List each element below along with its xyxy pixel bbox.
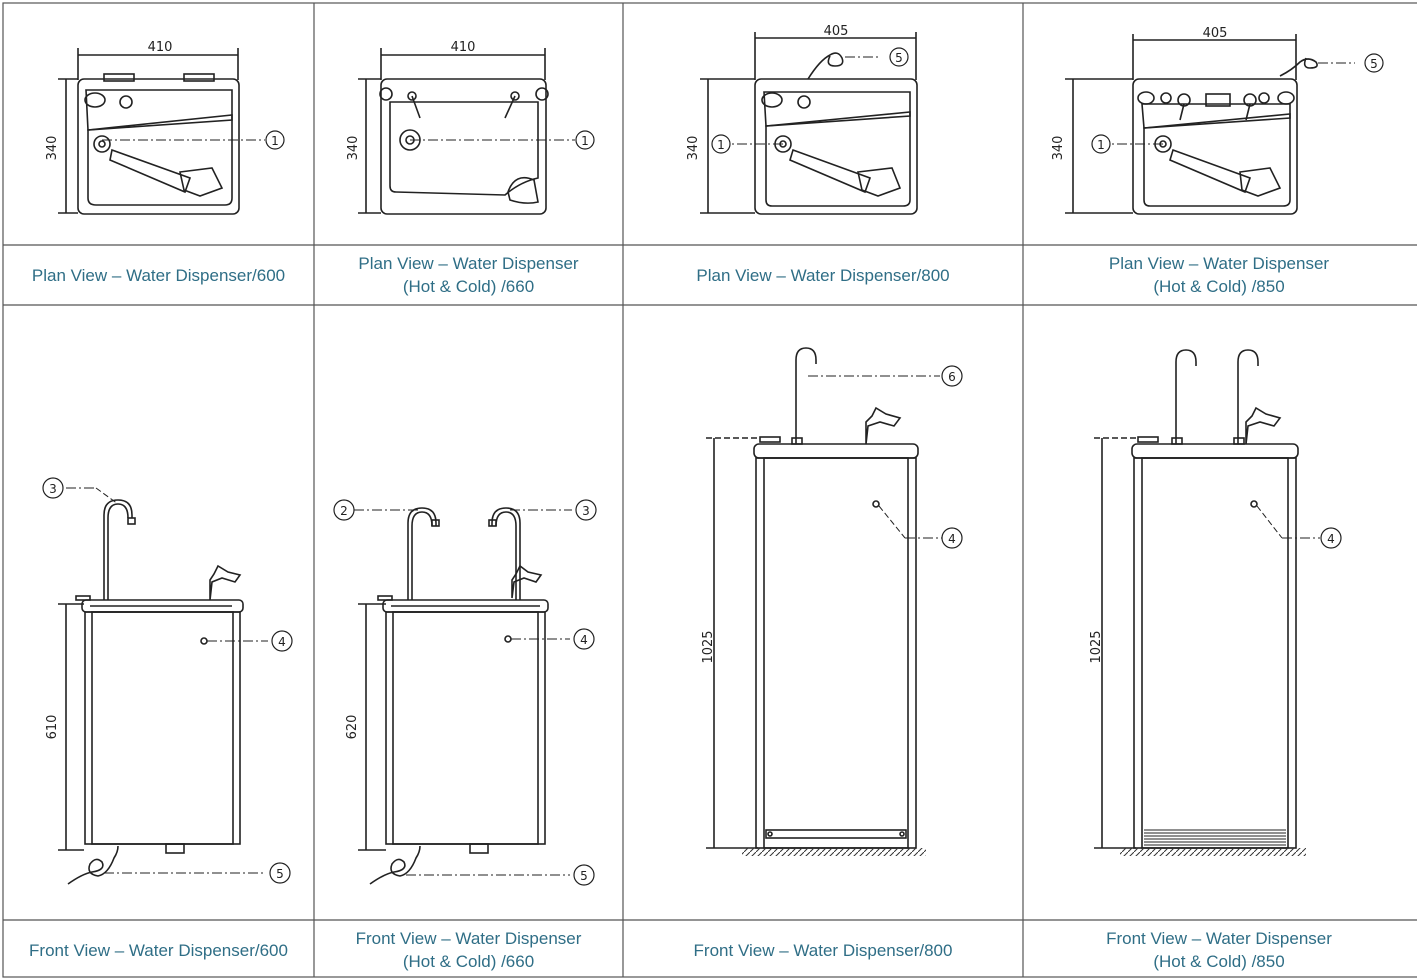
caption-plan-800-text: Plan View – Water Dispenser/800	[696, 265, 950, 285]
plan-view-600-drawing	[58, 48, 285, 215]
callout-4-front-850: 4	[1327, 532, 1335, 546]
caption-front-850: Front View – Water Dispenser (Hot & Cold…	[1024, 921, 1414, 979]
callout-6-front-800: 6	[948, 370, 956, 384]
floor-hatch-850	[1120, 848, 1306, 856]
caption-front-850-line1: Front View – Water Dispenser	[1106, 929, 1332, 948]
caption-front-850-line2: (Hot & Cold) /850	[1153, 952, 1285, 971]
callout-5-front-600: 5	[276, 867, 284, 881]
front-600-height-dim: 610	[45, 715, 60, 740]
callout-3-front-660: 3	[582, 504, 590, 518]
caption-front-660: Front View – Water Dispenser (Hot & Cold…	[315, 921, 622, 979]
callout-1-plan-660: 1	[581, 134, 589, 148]
caption-plan-660-line2: (Hot & Cold) /660	[402, 277, 535, 296]
callout-5-plan-800: 5	[895, 51, 903, 65]
plan-600-depth-dim: 340	[45, 136, 60, 161]
caption-front-660-line1: Front View – Water Dispenser	[355, 929, 582, 948]
plan-view-660-drawing	[358, 48, 595, 215]
callout-4-front-660: 4	[580, 633, 588, 647]
plan-800-depth-dim: 340	[686, 136, 701, 161]
front-850-height-dim: 1025	[1089, 630, 1104, 663]
plan-600-width-dim: 410	[148, 40, 173, 55]
callout-3-front-600: 3	[49, 482, 57, 496]
plan-660-depth-dim: 340	[346, 136, 361, 161]
plan-850-width-dim: 405	[1203, 26, 1228, 41]
callout-1-plan-800: 1	[717, 138, 725, 152]
caption-plan-850-line1: Plan View – Water Dispenser	[1108, 254, 1330, 273]
callout-2-front-660: 2	[340, 504, 348, 518]
plan-view-850-drawing	[1065, 34, 1384, 215]
plan-660-width-dim: 410	[451, 40, 476, 55]
callout-4-front-600: 4	[278, 635, 286, 649]
caption-front-600-text: Front View – Water Dispenser/600	[29, 940, 288, 960]
caption-plan-660-line1: Plan View – Water Dispenser	[358, 254, 579, 273]
callout-1-plan-850: 1	[1097, 138, 1105, 152]
front-view-850-drawing	[1094, 349, 1342, 849]
front-660-height-dim: 620	[345, 715, 360, 740]
front-view-660-drawing	[333, 499, 597, 886]
caption-plan-600: Plan View – Water Dispenser/600	[4, 246, 313, 304]
plan-850-depth-dim: 340	[1051, 136, 1066, 161]
plan-800-width-dim: 405	[824, 24, 849, 39]
caption-plan-850-line2: (Hot & Cold) /850	[1153, 277, 1285, 296]
callout-1-plan-600: 1	[271, 134, 279, 148]
callout-5-front-660: 5	[580, 869, 588, 883]
callout-5-plan-850: 5	[1370, 57, 1378, 71]
front-view-600-drawing	[42, 477, 293, 885]
callout-4-front-800: 4	[948, 532, 956, 546]
front-800-height-dim: 1025	[701, 630, 716, 663]
caption-front-660-line2: (Hot & Cold) /660	[402, 952, 535, 971]
floor-hatch-800	[742, 848, 926, 856]
caption-plan-600-text: Plan View – Water Dispenser/600	[31, 265, 286, 285]
front-view-800-drawing	[706, 347, 963, 849]
plan-view-800-drawing	[700, 32, 918, 215]
caption-front-800-text: Front View – Water Dispenser/800	[693, 940, 953, 960]
caption-plan-850: Plan View – Water Dispenser (Hot & Cold)…	[1024, 246, 1414, 304]
caption-front-600: Front View – Water Dispenser/600	[4, 921, 313, 979]
caption-front-800: Front View – Water Dispenser/800	[624, 921, 1022, 979]
caption-plan-660: Plan View – Water Dispenser (Hot & Cold)…	[315, 246, 622, 304]
caption-plan-800: Plan View – Water Dispenser/800	[624, 246, 1022, 304]
